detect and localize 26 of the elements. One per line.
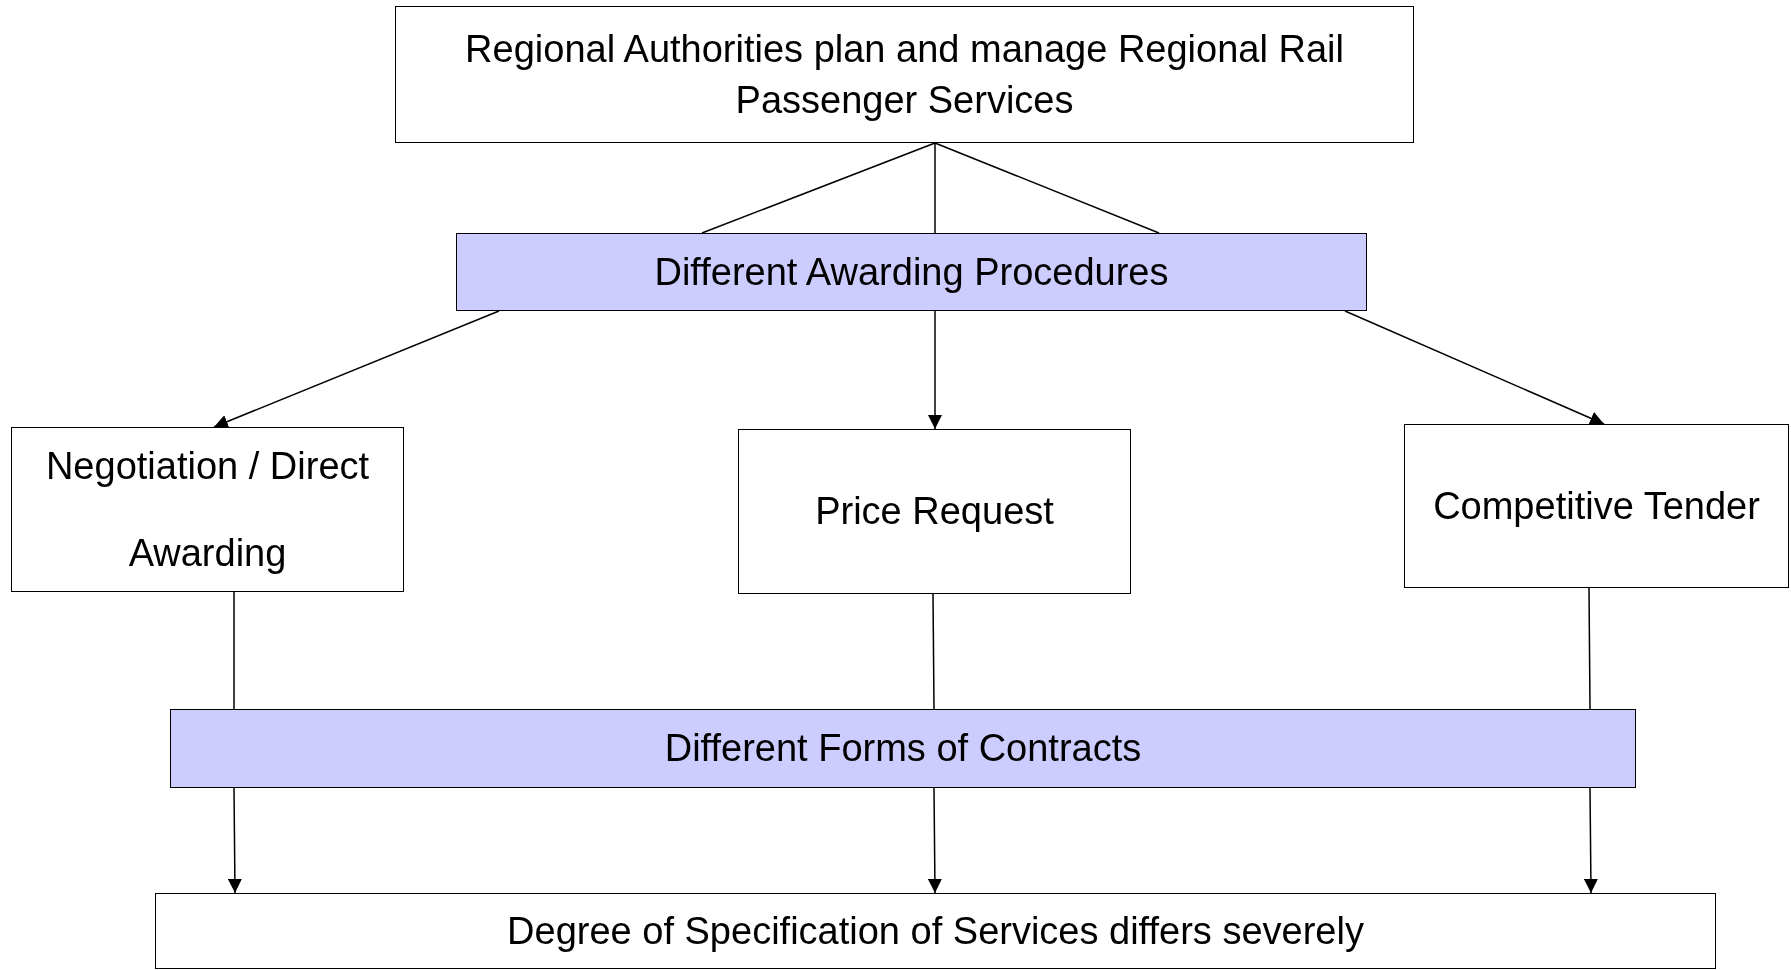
process-box bbox=[395, 6, 1414, 143]
connector-line bbox=[1588, 587, 1591, 710]
arrow bbox=[1583, 787, 1598, 894]
box-text: Negotiation / Direct Awarding bbox=[44, 443, 371, 576]
connector-line bbox=[233, 591, 235, 710]
connector-line bbox=[932, 593, 935, 710]
box-text: Regional Authorities plan and manage Regional Rail Passenger Services bbox=[464, 27, 1345, 123]
process-box bbox=[1404, 424, 1789, 588]
arrow bbox=[927, 787, 942, 894]
arrow bbox=[928, 310, 942, 430]
box-text: Different Forms of Contracts bbox=[664, 726, 1142, 772]
process-box bbox=[11, 427, 404, 592]
connector-line bbox=[934, 142, 1160, 234]
band-box bbox=[456, 233, 1367, 311]
box-text: Different Awarding Procedures bbox=[654, 249, 1169, 295]
process-box bbox=[155, 893, 1716, 969]
arrow bbox=[1344, 310, 1605, 425]
box-text: Degree of Specification of Services differs severely bbox=[507, 909, 1364, 954]
box-text: Price Request bbox=[815, 489, 1054, 535]
connector-line bbox=[934, 142, 936, 234]
arrow bbox=[213, 310, 500, 429]
band-box bbox=[170, 709, 1636, 788]
box-text: Competitive Tender bbox=[1433, 483, 1760, 529]
arrow bbox=[227, 787, 242, 894]
process-box bbox=[738, 429, 1131, 594]
connector-line bbox=[701, 142, 936, 234]
